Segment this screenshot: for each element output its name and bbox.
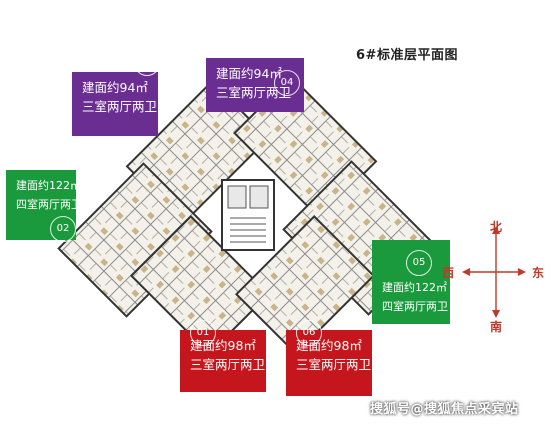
unit-area: 建面约122㎡ [382, 281, 447, 294]
compass-east: 东 [532, 266, 545, 280]
unit-layout: 四室两厅两卫 [16, 198, 82, 211]
unit-number: 03 [134, 50, 160, 76]
compass-south: 南 [490, 320, 503, 334]
unit-tag-06: 建面约98㎡ 三室两厅两卫 06 [286, 320, 372, 396]
unit-tag-03: 建面约94㎡ 三室两厅两卫 03 [72, 50, 160, 136]
central-core [221, 179, 275, 251]
unit-layout: 三室两厅两卫 [216, 85, 292, 100]
page-title: 6#标准层平面图 [356, 48, 458, 63]
unit-area: 建面约94㎡ [82, 80, 148, 95]
unit-number: 01 [190, 320, 216, 346]
unit-layout: 三室两厅两卫 [82, 99, 158, 114]
unit-tag-01: 建面约98㎡ 三室两厅两卫 01 [180, 320, 266, 392]
unit-area: 建面约94㎡ [216, 66, 282, 81]
wing-unit-01 [129, 214, 271, 356]
unit-area: 建面约122㎡ [16, 179, 81, 192]
compass-arrows [462, 226, 526, 318]
wing-unit-06 [234, 214, 376, 356]
watermark: 搜狐号@搜狐焦点采宾站 [370, 402, 519, 417]
compass-north: 北 [490, 220, 503, 234]
unit-layout: 三室两厅两卫 [296, 357, 372, 372]
compass-west: 西 [442, 266, 455, 280]
unit-layout: 三室两厅两卫 [190, 357, 266, 372]
unit-tag-05: 05 建面约122㎡ 四室两厅两卫 [372, 240, 450, 324]
unit-number: 02 [50, 216, 76, 242]
unit-number: 06 [296, 320, 322, 346]
unit-number: 04 [274, 70, 300, 96]
unit-tag-04: 建面约94㎡ 三室两厅两卫 04 [206, 58, 304, 112]
unit-number: 05 [406, 250, 432, 276]
unit-tag-02: 建面约122㎡ 四室两厅两卫 02 [6, 170, 82, 242]
unit-layout: 四室两厅两卫 [382, 300, 448, 313]
